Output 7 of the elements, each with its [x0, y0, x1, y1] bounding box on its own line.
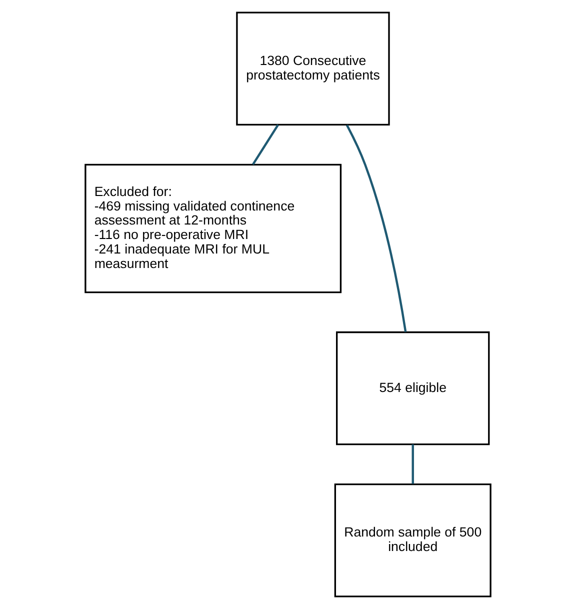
node-box: Excluded for: -469 missing validated continence assessment at 12-months -116 no pre-operative MRI -241 inadequate MRI for MUL measurment: [84, 164, 342, 294]
connector: [252, 124, 279, 166]
node-box: Random sample of 500 included: [334, 483, 492, 598]
node-box: 1380 Consecutive prostatectomy patients: [236, 12, 390, 126]
connector: [346, 124, 407, 332]
connector: [412, 444, 414, 484]
node-box: 554 eligible: [336, 331, 490, 446]
